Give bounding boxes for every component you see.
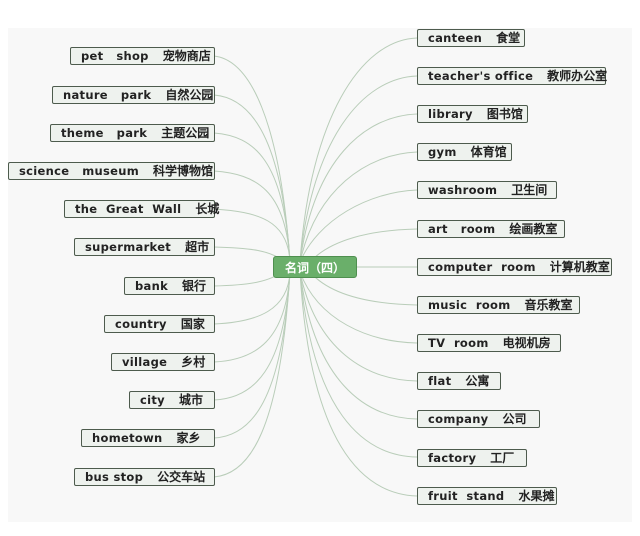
topic-en: factory bbox=[428, 451, 477, 465]
topic-en: hometown bbox=[92, 431, 163, 445]
topic-canteen[interactable]: canteen 食堂 bbox=[417, 29, 525, 47]
topic-en: TV room bbox=[428, 336, 489, 350]
topic-en: bus stop bbox=[85, 470, 144, 484]
topic-great-wall[interactable]: the Great Wall 长城 bbox=[64, 200, 219, 218]
topic-library[interactable]: library 图书馆 bbox=[417, 105, 528, 123]
topic-flat[interactable]: flat 公寓 bbox=[417, 372, 501, 390]
topic-hometown[interactable]: hometown 家乡 bbox=[81, 429, 215, 447]
topic-science-museum[interactable]: science museum 科学博物馆 bbox=[8, 162, 215, 180]
topic-zh: 银行 bbox=[182, 279, 207, 293]
topic-en: music room bbox=[428, 298, 511, 312]
topic-en: canteen bbox=[428, 31, 483, 45]
topic-zh: 音乐教室 bbox=[524, 298, 573, 312]
topic-zh: 长城 bbox=[195, 202, 220, 216]
topic-en: washroom bbox=[428, 183, 498, 197]
topic-music-room[interactable]: music room 音乐教室 bbox=[417, 296, 580, 314]
topic-zh: 公交车站 bbox=[157, 470, 206, 484]
topic-zh: 国家 bbox=[180, 317, 205, 331]
topic-gym[interactable]: gym 体育馆 bbox=[417, 143, 512, 161]
central-topic[interactable]: 名词（四） bbox=[273, 256, 357, 278]
topic-art-room[interactable]: art room 绘画教室 bbox=[417, 220, 565, 238]
topic-zh: 城市 bbox=[178, 393, 203, 407]
topic-country[interactable]: country 国家 bbox=[104, 315, 215, 333]
topic-tv-room[interactable]: TV room 电视机房 bbox=[417, 334, 561, 352]
topic-en: country bbox=[115, 317, 167, 331]
topic-zh: 公寓 bbox=[465, 374, 490, 388]
topic-en: bank bbox=[135, 279, 169, 293]
topic-bank[interactable]: bank 银行 bbox=[124, 277, 215, 295]
topic-zh: 家乡 bbox=[176, 431, 201, 445]
topic-zh: 工厂 bbox=[490, 451, 515, 465]
topic-factory[interactable]: factory 工厂 bbox=[417, 449, 527, 467]
topic-en: fruit stand bbox=[428, 489, 505, 503]
topic-computer-room[interactable]: computer room 计算机教室 bbox=[417, 258, 612, 276]
topic-en: supermarket bbox=[85, 240, 172, 254]
topic-en: science museum bbox=[19, 164, 140, 178]
topic-en: pet shop bbox=[81, 49, 149, 63]
topic-en: library bbox=[428, 107, 473, 121]
topic-zh: 乡村 bbox=[181, 355, 206, 369]
topic-zh: 水果摊 bbox=[518, 489, 555, 503]
topic-en: teacher's office bbox=[428, 69, 534, 83]
topic-zh: 卫生间 bbox=[511, 183, 548, 197]
topic-zh: 教师办公室 bbox=[547, 69, 608, 83]
topic-en: flat bbox=[428, 374, 452, 388]
topic-zh: 电视机房 bbox=[502, 336, 551, 350]
topic-en: theme park bbox=[61, 126, 148, 140]
topic-bus-stop[interactable]: bus stop 公交车站 bbox=[74, 468, 215, 486]
topic-zh: 自然公园 bbox=[165, 88, 214, 102]
topic-zh: 超市 bbox=[185, 240, 210, 254]
topic-zh: 宠物商店 bbox=[162, 49, 211, 63]
topic-nature-park[interactable]: nature park 自然公园 bbox=[52, 86, 215, 104]
topic-company[interactable]: company 公司 bbox=[417, 410, 540, 428]
topic-en: the Great Wall bbox=[75, 202, 182, 216]
topic-pet-shop[interactable]: pet shop 宠物商店 bbox=[70, 47, 215, 65]
topic-theme-park[interactable]: theme park 主题公园 bbox=[50, 124, 215, 142]
topic-en: village bbox=[122, 355, 168, 369]
topic-zh: 科学博物馆 bbox=[153, 164, 214, 178]
topic-zh: 食堂 bbox=[496, 31, 521, 45]
topic-zh: 体育馆 bbox=[470, 145, 507, 159]
topic-zh: 绘画教室 bbox=[509, 222, 558, 236]
topic-en: company bbox=[428, 412, 489, 426]
topic-en: art room bbox=[428, 222, 496, 236]
topic-teachers-office[interactable]: teacher's office 教师办公室 bbox=[417, 67, 608, 85]
topic-en: city bbox=[140, 393, 165, 407]
topic-washroom[interactable]: washroom 卫生间 bbox=[417, 181, 557, 199]
topic-en: gym bbox=[428, 145, 457, 159]
topic-en: computer room bbox=[428, 260, 536, 274]
topic-supermarket[interactable]: supermarket 超市 bbox=[74, 238, 215, 256]
topic-en: nature park bbox=[63, 88, 152, 102]
topic-zh: 计算机教室 bbox=[549, 260, 610, 274]
topic-city[interactable]: city 城市 bbox=[129, 391, 215, 409]
topic-zh: 主题公园 bbox=[161, 126, 210, 140]
topic-zh: 图书馆 bbox=[486, 107, 523, 121]
topic-fruit-stand[interactable]: fruit stand 水果摊 bbox=[417, 487, 557, 505]
topic-zh: 公司 bbox=[502, 412, 527, 426]
topic-village[interactable]: village 乡村 bbox=[111, 353, 215, 371]
